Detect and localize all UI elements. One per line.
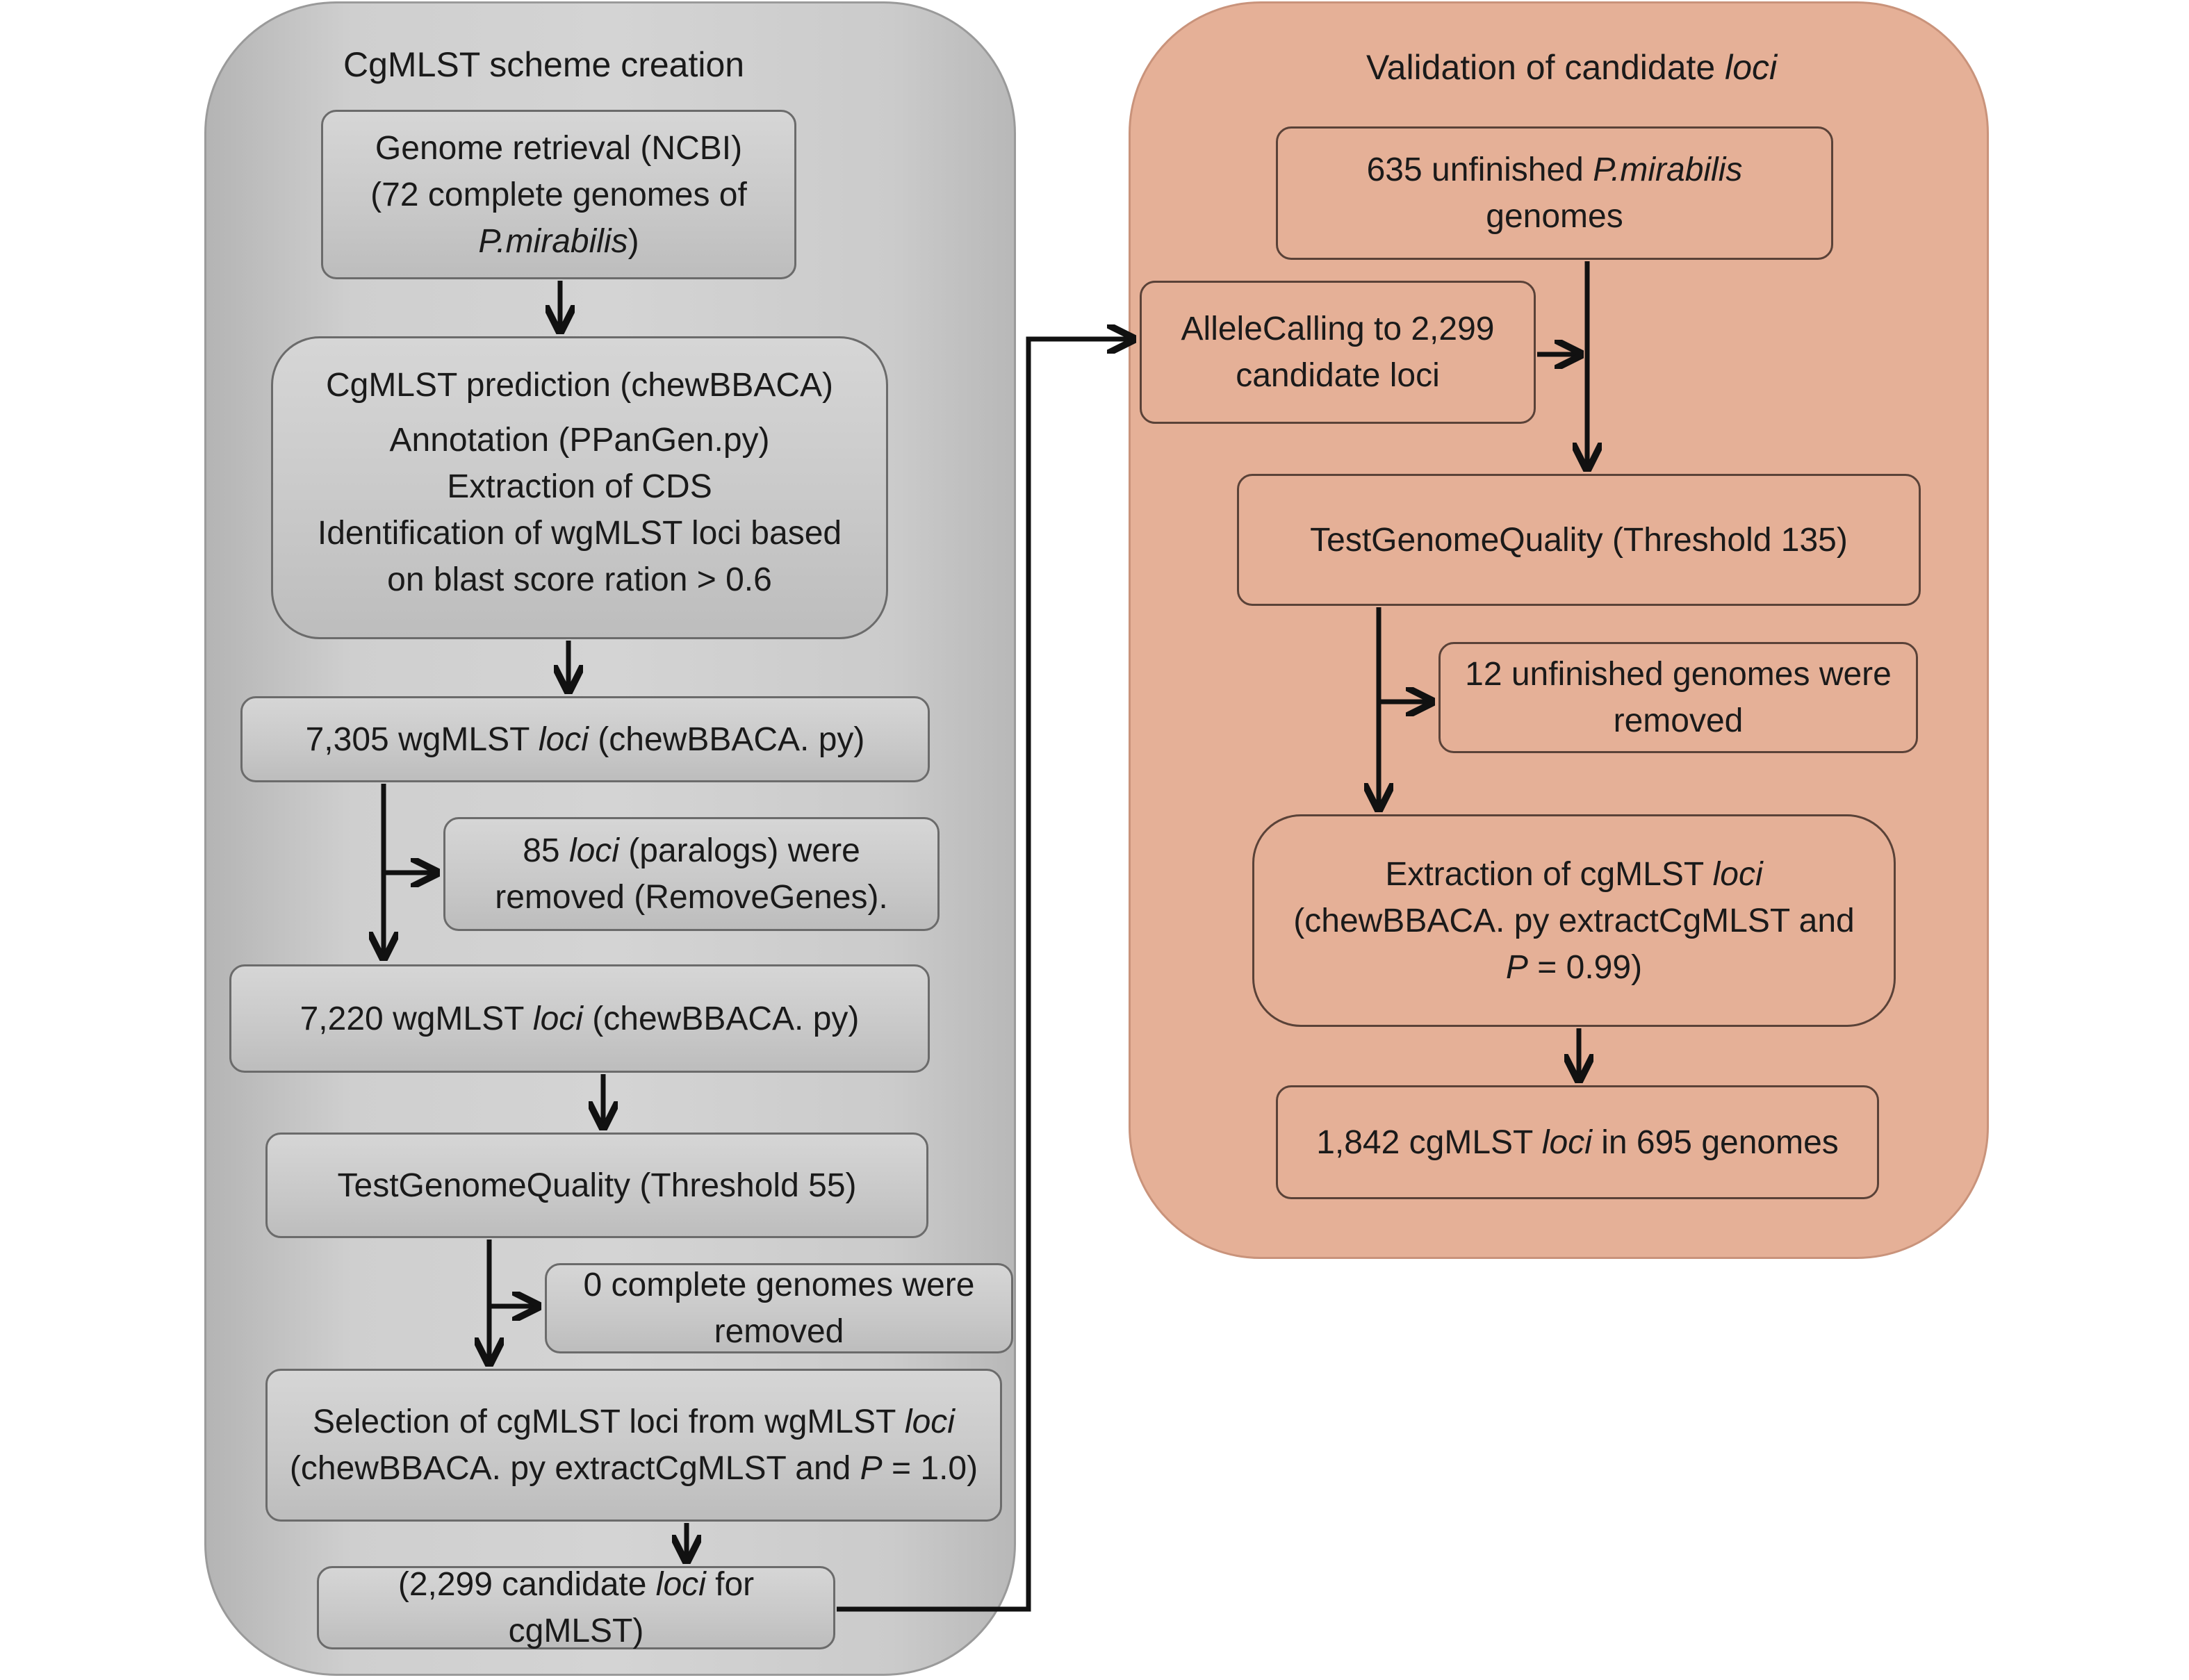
- candidate-count: (2,299 candidate: [397, 1566, 656, 1603]
- candidate-loci-text: (2,299 candidate loci for cgMLST): [330, 1561, 822, 1654]
- test-genome-quality-55-box: TestGenomeQuality (Threshold 55): [265, 1133, 928, 1238]
- selection-tool: (chewBBACA. py extractCgMLST and: [289, 1450, 860, 1487]
- wgmlst-7305-loci: loci: [538, 720, 589, 758]
- test-quality-55-text: TestGenomeQuality (Threshold 55): [337, 1167, 857, 1204]
- wgmlst-7220-count: 7,220 wgMLST: [300, 1000, 533, 1037]
- wgmlst-7220-loci: loci: [532, 1000, 583, 1037]
- extraction-cgmlst-box: Extraction of cgMLST loci (chewBBACA. py…: [1252, 814, 1896, 1027]
- wgmlst-7220-box: 7,220 wgMLST loci (chewBBACA. py): [229, 964, 930, 1073]
- candidate-loci-box: (2,299 candidate loci for cgMLST): [317, 1566, 835, 1649]
- unfinished-line2: genomes: [1486, 198, 1623, 235]
- selection-cgmlst-box: Selection of cgMLST loci from wgMLST loc…: [265, 1369, 1002, 1522]
- wgmlst-7305-count: 7,305 wgMLST: [305, 720, 539, 758]
- prediction-line4: on blast score ration > 0.6: [387, 561, 772, 598]
- species-name: P.mirabilis: [478, 222, 628, 260]
- test-quality-135-text: TestGenomeQuality (Threshold 135): [1310, 521, 1848, 559]
- allele-calling-line2: candidate loci: [1236, 357, 1440, 394]
- closing-paren: ): [628, 222, 639, 260]
- wgmlst-7220-text: 7,220 wgMLST loci (chewBBACA. py): [300, 996, 860, 1042]
- genome-retrieval-box: Genome retrieval (NCBI) (72 complete gen…: [321, 110, 796, 279]
- arrow-candidates-to-allele-calling: [837, 339, 1131, 1612]
- final-count: 1,842 cgMLST: [1316, 1123, 1542, 1161]
- genome-retrieval-line3: P.mirabilis): [370, 218, 747, 265]
- paralogs-removed-box: 85 loci (paralogs) were removed (RemoveG…: [443, 817, 940, 931]
- paralogs-desc: (paralogs) were: [618, 832, 860, 869]
- selection-loci: loci: [904, 1403, 955, 1440]
- paralogs-loci: loci: [568, 832, 619, 869]
- prediction-line3: Identification of wgMLST loci based: [317, 515, 842, 552]
- extraction-p-value: = 0.99): [1527, 948, 1643, 986]
- unfinished-count: 635 unfinished: [1366, 151, 1593, 188]
- genome-retrieval-line1: Genome retrieval (NCBI): [375, 129, 743, 167]
- genome-retrieval-line2: (72 complete genomes of: [370, 176, 747, 213]
- unfinished-species: P.mirabilis: [1593, 151, 1743, 188]
- allele-calling-box: AlleleCalling to 2,299 candidate loci: [1140, 281, 1536, 424]
- candidate-loci: loci: [655, 1566, 706, 1603]
- test-genome-quality-135-box: TestGenomeQuality (Threshold 135): [1237, 474, 1921, 606]
- validation-title-text: Validation of candidate: [1366, 48, 1725, 87]
- unfinished-genomes-box: 635 unfinished P.mirabilis genomes: [1276, 126, 1833, 260]
- validation-title-loci: loci: [1725, 48, 1778, 87]
- scheme-creation-title: CgMLST scheme creation: [343, 45, 745, 84]
- wgmlst-7305-text: 7,305 wgMLST loci (chewBBACA. py): [306, 716, 865, 763]
- unfinished-line1: 635 unfinished P.mirabilis: [1367, 147, 1743, 193]
- complete-removed-line2: removed: [714, 1313, 844, 1350]
- prediction-line2: Extraction of CDS: [447, 468, 712, 505]
- extraction-line3: P = 0.99): [1293, 944, 1854, 991]
- wgmlst-7220-tool: (chewBBACA. py): [582, 1000, 860, 1037]
- complete-removed-line1: 0 complete genomes were: [583, 1267, 975, 1303]
- prediction-title: CgMLST prediction (chewBBACA): [325, 367, 834, 404]
- paralogs-line1: 85 loci (paralogs) were: [495, 827, 888, 874]
- candidate-target: for cgMLST): [508, 1566, 755, 1649]
- extraction-p: P: [1505, 948, 1528, 986]
- cgmlst-prediction-box: CgMLST prediction (chewBBACA) Annotation…: [271, 336, 888, 639]
- final-cgmlst-box: 1,842 cgMLST loci in 695 genomes: [1276, 1085, 1879, 1199]
- selection-text: Selection of cgMLST loci from wgMLST: [313, 1403, 905, 1440]
- selection-p-value: = 1.0): [882, 1450, 978, 1487]
- extraction-loci: loci: [1712, 855, 1763, 893]
- allele-calling-line1: AlleleCalling to 2,299: [1181, 311, 1495, 347]
- final-genomes: in 695 genomes: [1591, 1123, 1839, 1161]
- extraction-line1: Extraction of cgMLST loci: [1293, 851, 1854, 898]
- unfinished-removed-line2: removed: [1613, 702, 1744, 739]
- selection-line2: (chewBBACA. py extractCgMLST and P = 1.0…: [290, 1445, 978, 1492]
- unfinished-removed-box: 12 unfinished genomes were removed: [1438, 642, 1918, 753]
- selection-line1: Selection of cgMLST loci from wgMLST loc…: [290, 1399, 978, 1445]
- extraction-text: Extraction of cgMLST: [1385, 855, 1713, 893]
- complete-genomes-removed-box: 0 complete genomes were removed: [545, 1263, 1013, 1353]
- extraction-line2: (chewBBACA. py extractCgMLST and: [1293, 902, 1855, 939]
- unfinished-removed-line1: 12 unfinished genomes were: [1465, 656, 1892, 693]
- final-loci: loci: [1541, 1123, 1592, 1161]
- validation-title: Validation of candidate loci: [1366, 47, 1777, 88]
- selection-p: P: [860, 1450, 883, 1487]
- wgmlst-7305-box: 7,305 wgMLST loci (chewBBACA. py): [240, 696, 930, 782]
- paralogs-count: 85: [523, 832, 569, 869]
- paralogs-line2: removed (RemoveGenes).: [495, 879, 888, 916]
- wgmlst-7305-tool: (chewBBACA. py): [588, 720, 865, 758]
- prediction-line1: Annotation (PPanGen.py): [389, 422, 770, 459]
- final-text: 1,842 cgMLST loci in 695 genomes: [1316, 1119, 1839, 1166]
